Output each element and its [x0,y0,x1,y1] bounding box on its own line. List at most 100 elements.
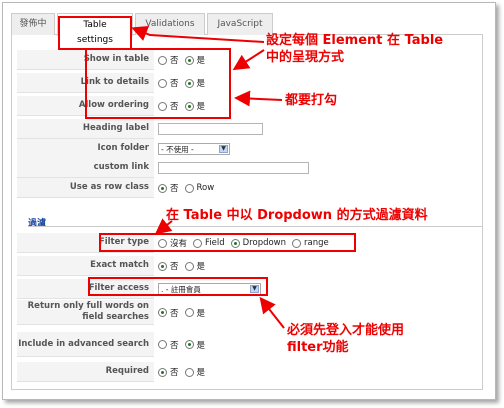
select-value: . - 註冊會員 [161,284,201,294]
radio-selected-icon [230,238,240,248]
radio-icon [158,340,167,349]
custom-link-input[interactable] [158,162,309,174]
radio-yes[interactable]: 是 [184,366,206,378]
option-label: Field [205,238,225,248]
option-label: 否 [170,79,179,89]
radio-yes[interactable]: 是 [184,100,206,112]
section-divider [28,226,483,227]
field-label: Use as row class [17,178,154,198]
radio-selected-icon [158,183,167,193]
radio-dropdown[interactable]: Dropdown [230,238,287,248]
option-label: 是 [196,368,206,378]
tab-validations[interactable]: Validations [135,13,205,35]
option-label: 是 [196,308,206,319]
radio-icon [292,238,302,248]
radio-selected-icon [158,261,167,271]
icon-folder-select[interactable]: - 不使用 - ▼ [158,143,230,155]
tab-table-settings[interactable]: Table settings [57,13,133,50]
settings-panel [11,35,483,390]
radio-icon [184,183,194,193]
radio-no[interactable]: 否 [158,54,179,66]
option-label: 是 [196,102,206,112]
field-label: Exact match [17,256,154,276]
field-label: Required [17,362,154,382]
chevron-down-icon: ▼ [250,285,259,293]
annotation-dropdown-filter: 在 Table 中以 Dropdown 的方式過濾資料 [166,208,428,223]
radio-selected-icon [184,78,194,88]
field-label: Include in advanced search [17,332,154,357]
radio-icon [184,308,194,317]
annotation-line: 中的呈現方式 [266,50,345,65]
filter-section-title: 過濾 [28,219,47,229]
radio-no[interactable]: 否 [158,366,179,378]
radio-none[interactable]: 沒有 [158,237,187,249]
option-label: 否 [170,102,179,112]
radio-no[interactable]: 否 [158,182,179,194]
radio-selected-icon [158,308,167,317]
option-label: Dropdown [242,238,287,248]
radio-selected-icon [184,55,194,65]
option-label: 是 [196,262,206,272]
radio-icon [158,101,167,111]
select-value: - 不使用 - [161,144,194,154]
field-label: Icon folder [17,139,154,159]
chevron-down-icon: ▼ [219,145,228,153]
highlight-box-filter-type [99,233,356,252]
row-advanced-search: Include in advanced search 否 是 [17,332,475,357]
radio-icon [158,55,167,65]
annotation-check-all: 都要打勾 [285,93,338,108]
row-full-words: Return only full words on field searches… [17,300,475,325]
radio-icon [184,367,194,377]
radio-no[interactable]: 否 [158,339,179,351]
heading-label-input[interactable] [158,123,263,135]
option-label: 否 [170,184,179,194]
row-icon-folder: Icon folder - 不使用 - ▼ [17,139,475,159]
annotation-line: 必須先登入才能使用 [287,323,405,338]
option-label: range [304,238,329,248]
highlight-box-filter-access [88,277,268,296]
highlight-box-ordering [85,48,231,119]
radio-yes[interactable]: 是 [184,260,206,272]
field-label: Heading label [17,119,154,139]
annotation-line: filter功能 [287,340,349,355]
option-label: 沒有 [170,239,188,249]
annotation-login-required: 必須先登入才能使用 filter功能 [287,322,404,356]
option-label: 是 [196,56,206,66]
radio-icon [184,261,194,271]
radio-no[interactable]: 否 [158,100,179,112]
field-label: custom link [17,158,154,178]
radio-selected-icon [158,367,167,377]
radio-yes[interactable]: 是 [184,54,206,66]
radio-icon [158,78,167,88]
option-label: 否 [170,56,179,66]
row-use-as-row-class: Use as row class 否 Row [17,178,475,198]
field-label: Return only full words on field searches [17,300,154,325]
row-heading-label: Heading label [17,119,475,139]
option-label: 否 [170,262,179,272]
tab-label: JavaScript [217,19,263,29]
radio-selected-icon [184,101,194,111]
tab-label: Validations [145,19,195,29]
radio-icon [158,238,167,248]
row-filter-type: Filter type 沒有 Field Dropdown range [17,233,475,253]
option-label: 否 [170,308,179,319]
option-label: 否 [170,340,179,351]
radio-no[interactable]: 否 [158,260,179,272]
row-exact-match: Exact match 否 是 [17,256,475,276]
radio-no[interactable]: 否 [158,307,179,319]
option-label: 是 [196,79,206,89]
row-required: Required 否 是 [17,362,475,382]
annotation-line: 設定每個 Element 在 Table [266,33,444,48]
tab-publishing[interactable]: 發佈中 [11,13,55,35]
radio-range[interactable]: range [292,238,329,248]
tab-javascript[interactable]: JavaScript [207,13,273,35]
option-label: 否 [170,368,179,378]
radio-yes[interactable]: 是 [184,307,206,319]
radio-yes[interactable]: 是 [184,77,206,89]
option-label: Row [196,183,215,193]
radio-no[interactable]: 否 [158,77,179,89]
radio-yes[interactable]: 是 [184,339,205,351]
radio-icon [193,238,203,248]
radio-row[interactable]: Row [184,183,215,193]
radio-field[interactable]: Field [193,238,225,248]
